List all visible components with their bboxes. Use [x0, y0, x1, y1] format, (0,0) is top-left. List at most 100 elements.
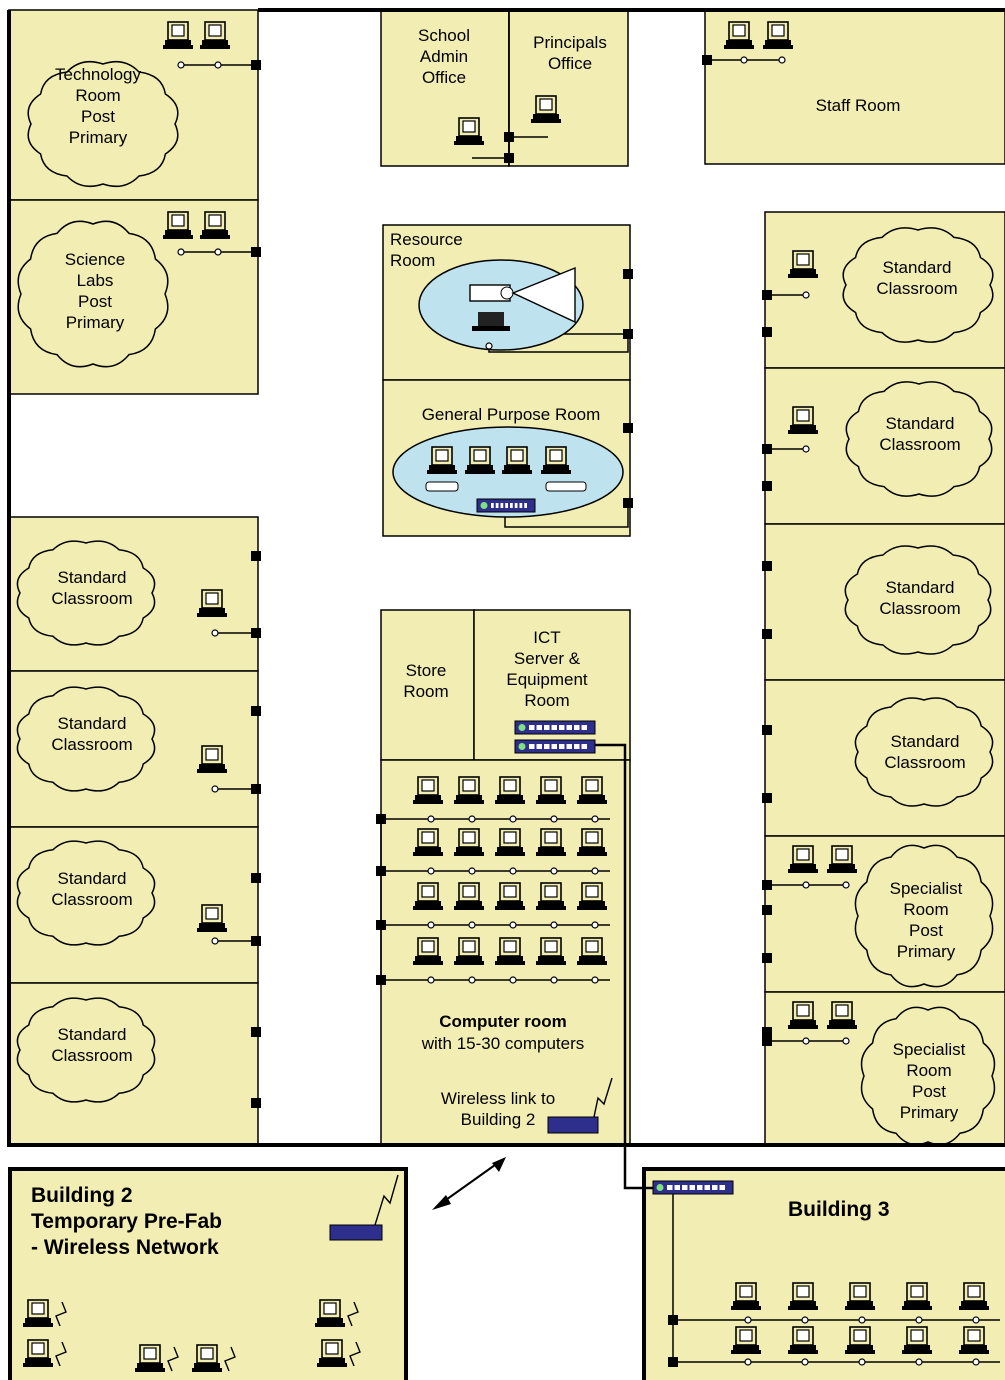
switch-port [704, 1185, 710, 1190]
admin-office [380, 9, 510, 167]
cable-node [842, 1037, 850, 1045]
computer-icon [576, 776, 608, 805]
cable-node [858, 1316, 866, 1324]
computer-icon [494, 937, 526, 966]
computer-icon [787, 845, 819, 874]
switch-port [495, 503, 499, 508]
computer-icon [453, 776, 485, 805]
computer-room-title: Computer room [439, 1012, 567, 1031]
cable-node [211, 629, 219, 637]
computer-icon [958, 1326, 990, 1355]
switch-port [514, 503, 518, 508]
computer-icon [412, 776, 444, 805]
wireless-access-point [547, 1116, 599, 1134]
computer-icon [464, 446, 496, 475]
network-jack [762, 1036, 772, 1046]
network-jack [376, 975, 386, 985]
computer-icon [22, 1299, 54, 1328]
switch-port [674, 1185, 680, 1190]
staff-room [704, 9, 1005, 165]
computer-icon [412, 937, 444, 966]
cable-node [858, 1358, 866, 1366]
staff-room-label: Staff Room [815, 96, 901, 115]
network-jack [668, 1357, 678, 1367]
switch-port [566, 744, 572, 749]
cable-node [801, 1358, 809, 1366]
cable-node [211, 937, 219, 945]
network-jack [762, 953, 772, 963]
general-purpose-room-label: General Purpose Room [421, 405, 601, 424]
computer-icon [22, 1339, 54, 1368]
network-jack [762, 481, 772, 491]
computer-icon [494, 828, 526, 857]
computer-icon [314, 1299, 346, 1328]
computer-icon [844, 1282, 876, 1311]
switch-port [566, 725, 572, 730]
cable [504, 503, 629, 528]
switch-port [559, 725, 565, 730]
network-jack [251, 1098, 261, 1108]
ict-server-room [473, 609, 631, 761]
switch-port [544, 725, 550, 730]
switch-port [529, 725, 535, 730]
network-jack [762, 725, 772, 735]
cable-node [485, 342, 493, 350]
right-classroom-2-cloud [845, 381, 993, 497]
network-jack [762, 561, 772, 571]
switch-port [712, 1185, 718, 1190]
computer-icon [730, 1326, 762, 1355]
cable-node [468, 815, 476, 823]
computer-icon [535, 937, 567, 966]
computer-icon [958, 1282, 990, 1311]
computer-icon [196, 904, 228, 933]
cable-node [211, 785, 219, 793]
cable-node [550, 976, 558, 984]
network-jack [762, 1027, 772, 1037]
computer-icon [826, 845, 858, 874]
left-classroom-3-cloud [16, 840, 156, 946]
computer-icon [426, 446, 458, 475]
computer-icon [191, 1344, 223, 1373]
cable-node [177, 61, 185, 69]
computer-icon [762, 21, 794, 50]
cable-node [972, 1316, 980, 1324]
cable-node [468, 867, 476, 875]
science-labs-cloud [17, 220, 169, 368]
switch-port [536, 744, 542, 749]
computer-icon [453, 117, 485, 146]
computer-icon [196, 589, 228, 618]
network-jack [251, 873, 261, 883]
computer-icon [196, 745, 228, 774]
switch-port [581, 725, 587, 730]
cable-node [591, 976, 599, 984]
technology-room-cloud [27, 61, 179, 187]
switch-port [574, 725, 580, 730]
switch-port [697, 1185, 703, 1190]
network-jack [762, 880, 772, 890]
network-jack [504, 153, 514, 163]
network-jack [251, 936, 261, 946]
building2-wireless-hub [329, 1224, 383, 1241]
computer-icon [530, 95, 562, 124]
cable-node [802, 291, 810, 299]
scanner-icon [545, 481, 587, 492]
network-jack [623, 423, 633, 433]
cable-node [427, 921, 435, 929]
cable-node [972, 1358, 980, 1366]
store-room [380, 609, 475, 761]
computer-icon [453, 937, 485, 966]
computer-icon [412, 882, 444, 911]
uplink-cable [595, 743, 653, 1190]
cable-node [591, 867, 599, 875]
computer-icon [826, 1001, 858, 1030]
switch-port [551, 725, 557, 730]
